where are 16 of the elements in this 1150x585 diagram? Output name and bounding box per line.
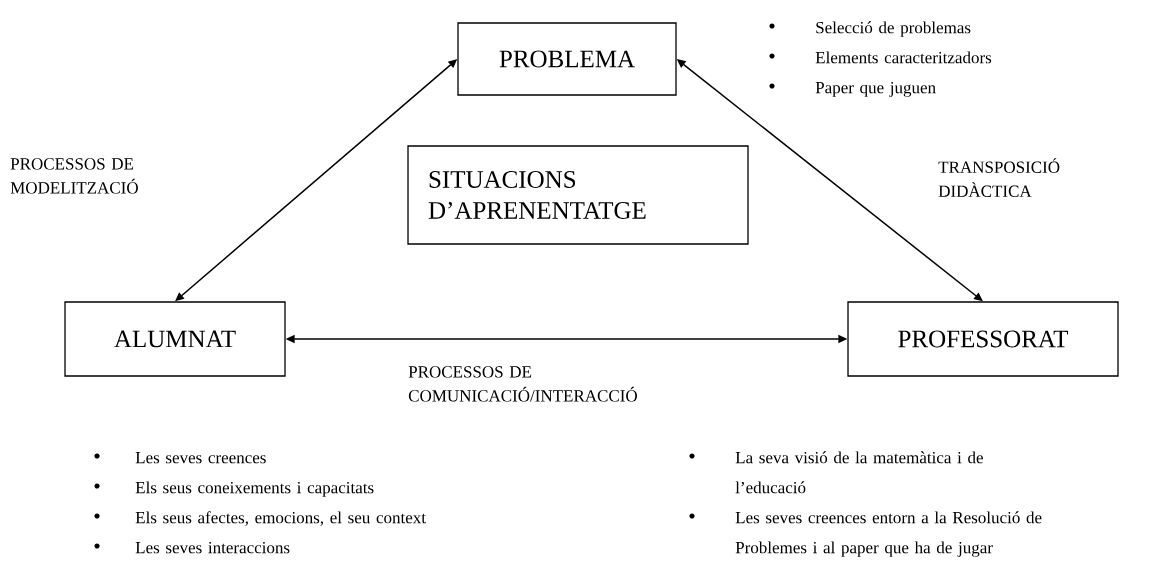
process-label: TRANSPOSICIÓ DIDÀCTICA bbox=[938, 158, 1060, 197]
list-item: Les seves creences entorn a la Resolució de Problemes i al paper que ha de jugar bbox=[735, 511, 1042, 557]
process-label: PROCESSOS DE MODELITZACIÓ bbox=[10, 158, 138, 194]
list-item: La seva visió de la matemàtica i de l’educació bbox=[735, 451, 983, 494]
list-item: Els seus coneixements i capacitats bbox=[135, 481, 374, 497]
list-item: Les seves interaccions bbox=[135, 541, 290, 554]
text-box: SITUACIONS D’APRENENTATGE bbox=[407, 145, 749, 245]
text-box: PROBLEMA bbox=[457, 22, 677, 96]
list-item: Les seves creences bbox=[135, 452, 266, 464]
list-item: Els seus afectes, emocions, el seu context bbox=[135, 511, 426, 526]
list-item: Selecció de problemas bbox=[816, 21, 971, 37]
process-label: PROCESSOS DE COMUNICACIÓ/INTERACCIÓ bbox=[408, 366, 637, 402]
list-item: Elements caracteritzadors bbox=[815, 51, 992, 64]
text-box: ALUMNAT bbox=[64, 301, 286, 377]
text-box: PROFESSORAT bbox=[847, 301, 1119, 377]
list-item: Paper que juguen bbox=[815, 81, 936, 97]
